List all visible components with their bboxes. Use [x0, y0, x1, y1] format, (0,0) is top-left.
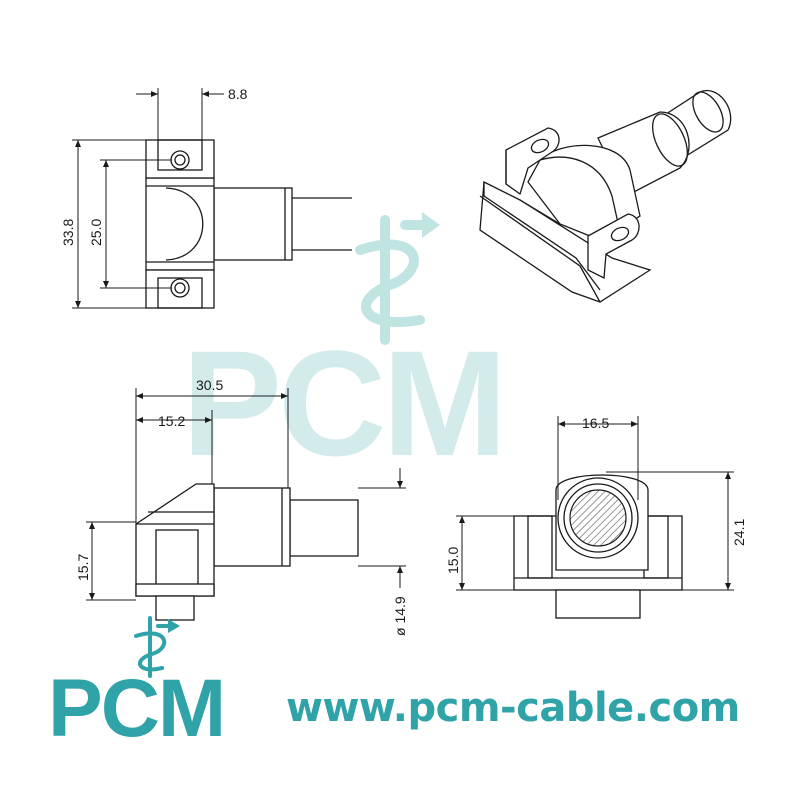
dim-top-height-inner: 25.0 — [88, 219, 104, 246]
dim-front-width: 16.5 — [582, 415, 609, 431]
dim-side-offset: 15.2 — [158, 413, 185, 429]
watermark-serpent-icon — [355, 212, 440, 345]
side-view: 30.5 15.2 15.7 ø 14.9 — [75, 377, 408, 636]
footer-website-url[interactable]: www.pcm-cable.com — [286, 685, 740, 731]
dim-front-height-total: 24.1 — [731, 519, 747, 546]
dim-side-diameter: ø 14.9 — [392, 596, 408, 636]
dim-side-height: 15.7 — [75, 554, 91, 581]
dim-top-width: 8.8 — [228, 86, 248, 102]
dim-front-height-base: 15.0 — [445, 547, 461, 574]
footer-serpent-icon — [134, 616, 180, 678]
dim-top-height-outer: 33.8 — [60, 219, 76, 246]
footer-brand-logo: PCM — [48, 663, 226, 754]
isometric-view — [479, 89, 732, 303]
dim-side-length: 30.5 — [196, 377, 223, 393]
watermark: PCM — [182, 212, 507, 487]
front-view: 16.5 24.1 15.0 — [445, 415, 747, 619]
watermark-brand: PCM — [182, 319, 503, 487]
top-view: 8.8 33.8 25.0 — [60, 86, 352, 309]
